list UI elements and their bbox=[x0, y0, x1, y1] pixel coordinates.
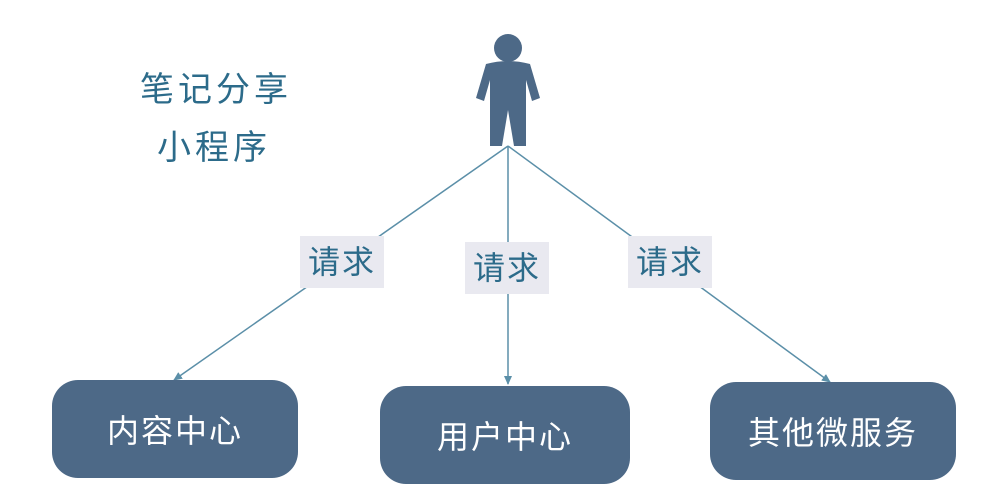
request-label-right: 请求 bbox=[628, 236, 712, 288]
user-center-label: 用户中心 bbox=[436, 418, 573, 456]
other-microservices-label: 其他微服务 bbox=[747, 414, 918, 452]
other-microservices-node: 其他微服务 bbox=[710, 382, 956, 480]
person-icon bbox=[476, 34, 540, 146]
app-title-line-1: 笔记分享 bbox=[140, 70, 292, 110]
content-center-label: 内容中心 bbox=[106, 412, 243, 450]
user-center-node: 用户中心 bbox=[380, 386, 630, 484]
content-center-node: 内容中心 bbox=[52, 380, 298, 478]
request-label-middle: 请求 bbox=[465, 242, 549, 294]
request-label-left: 请求 bbox=[300, 236, 384, 288]
app-title-line-2: 小程序 bbox=[157, 128, 271, 168]
